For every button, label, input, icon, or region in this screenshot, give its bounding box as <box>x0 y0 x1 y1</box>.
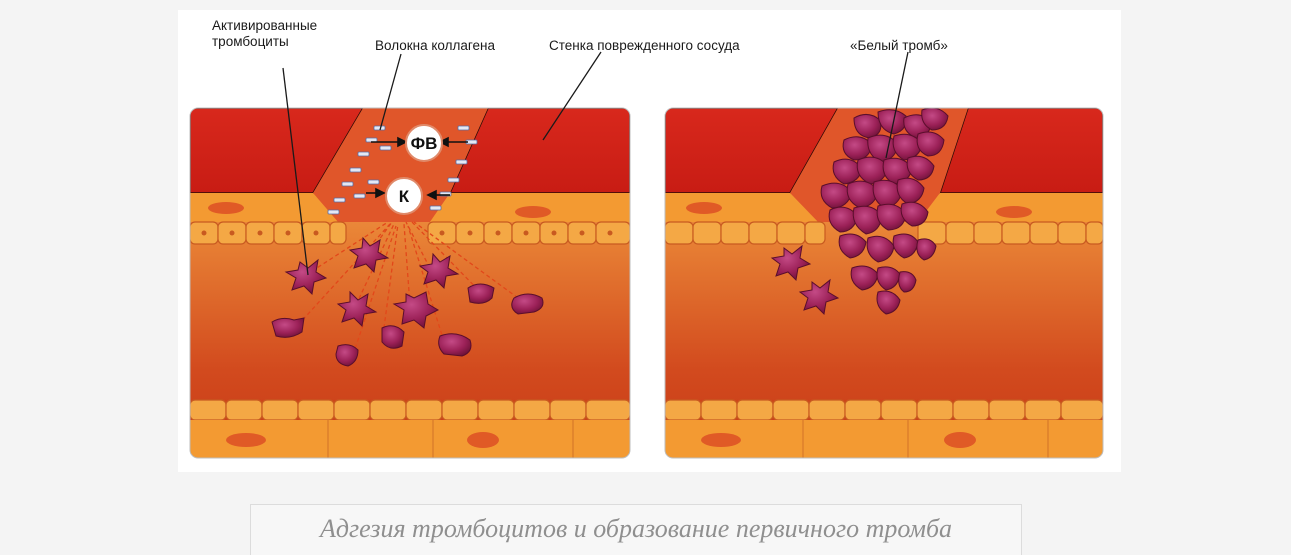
platelet-adhesion-diagram: ФВ К <box>178 10 1121 472</box>
cell-nucleus <box>515 206 551 218</box>
activated-platelets-label-line1: Активированные <box>212 18 317 34</box>
cell-nucleus <box>208 202 244 214</box>
damaged-vessel-wall-label: Стенка поврежденного сосуда <box>549 38 740 54</box>
activated-platelets-label: Активированные тромбоциты <box>212 18 317 50</box>
collagen-marker: К <box>386 178 422 214</box>
endothelium-bottom-2 <box>665 400 1103 420</box>
vwf-marker-label: ФВ <box>411 134 438 153</box>
vessel-wall-right-segment-2 <box>940 108 1103 193</box>
collagen-marker-label: К <box>399 187 410 206</box>
endothelium-top-left <box>190 222 346 244</box>
activated-platelets-label-line2: тромбоциты <box>212 34 317 50</box>
figure-card: ФВ К <box>178 10 1121 472</box>
collagen-fibers-label: Волокна коллагена <box>375 38 495 54</box>
figure-caption-box: Адгезия тромбоцитов и образование первич… <box>250 504 1022 555</box>
left-panel: ФВ К <box>190 108 630 458</box>
figure-caption: Адгезия тромбоцитов и образование первич… <box>320 514 952 543</box>
right-panel <box>665 108 1103 458</box>
vwf-marker: ФВ <box>406 125 442 161</box>
endothelium-bottom-left <box>190 400 630 420</box>
white-thrombus-label: «Белый тромб» <box>850 38 948 54</box>
endothelium-top-right <box>428 222 630 244</box>
